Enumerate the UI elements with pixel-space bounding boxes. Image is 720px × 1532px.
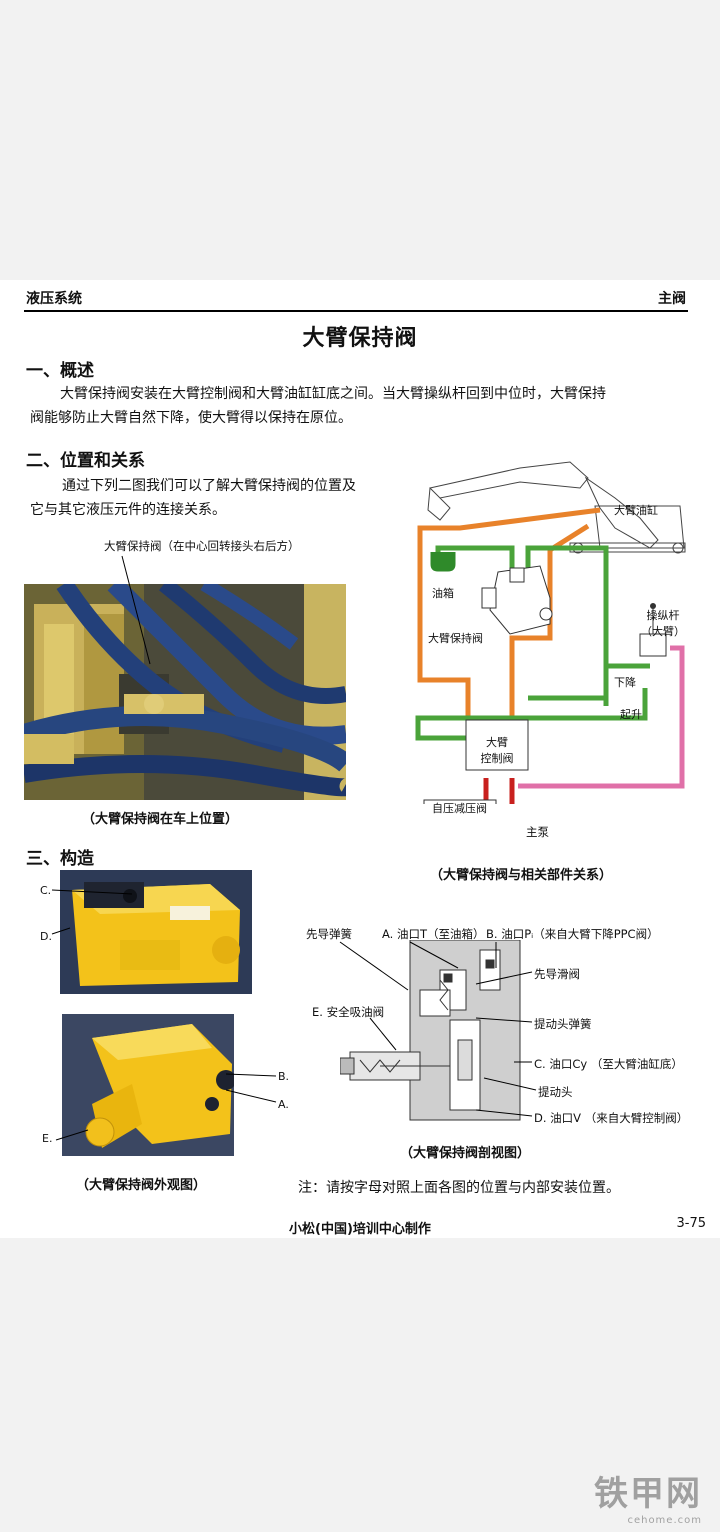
cd-leaders	[51, 889, 133, 935]
site-watermark: 铁甲网 cehome.com	[594, 1466, 702, 1526]
label-b: B.	[278, 1070, 290, 1083]
diagram-lever-label: 操纵杆 （大臂）	[641, 607, 685, 639]
section2-line2: 它与其它液压元件的连接关系。	[30, 502, 226, 518]
sv-port-d: D. 油口V （来自大臂控制阀）	[534, 1111, 689, 1125]
sv-safety-valve: E. 安全吸油阀	[312, 1005, 385, 1019]
sv-pilot-spring: 先导弹簧	[306, 927, 352, 941]
on-machine-photo	[24, 584, 346, 800]
diagram-holding-valve-label: 大臂保持阀	[428, 632, 483, 645]
label-e: E.	[42, 1132, 53, 1145]
valve-photo-top	[60, 870, 252, 994]
diagram-control-valve-label: 大臂 控制阀	[466, 734, 528, 766]
external-caption: （大臂保持阀外观图）	[76, 1178, 207, 1193]
control-valve-line1: 大臂	[486, 736, 508, 749]
section1-line2: 阀能够防止大臂自然下降，使大臂得以保持在原位。	[30, 410, 352, 426]
section2-heading: 二、位置和关系	[26, 451, 145, 471]
diagram-reducing-valve-label: 自压减压阀	[432, 802, 487, 815]
section2-line1: 通过下列二图我们可以了解大臂保持阀的位置及	[62, 478, 356, 494]
section-view-leaders	[339, 941, 537, 1117]
diagram-caption: （大臂保持阀与相关部件关系）	[430, 868, 613, 883]
page-title: 大臂保持阀	[302, 326, 418, 351]
control-valve-line2: 控制阀	[480, 752, 514, 765]
header-left: 液压系统	[26, 291, 82, 307]
watermark-main: 铁甲网	[594, 1474, 702, 1514]
diagram-main-pump-label: 主泵	[526, 825, 549, 839]
lever-label-line2: （大臂）	[641, 625, 685, 638]
sv-poppet-spring: 提动头弹簧	[534, 1017, 592, 1031]
valve-photo-bottom	[62, 1014, 234, 1156]
header-rule	[24, 310, 688, 312]
lever-label-line1: 操纵杆	[646, 609, 680, 622]
photo-location-label: 大臂保持阀（在中心回转接头右后方）	[104, 539, 300, 553]
e-leader	[55, 1129, 89, 1141]
sv-poppet: 提动头	[538, 1085, 573, 1099]
document-page: 液压系统 主阀 大臂保持阀 一、概述 大臂保持阀安装在大臂控制阀和大臂油缸缸底之…	[0, 280, 720, 1238]
diagram-tank-label: 油箱	[432, 587, 454, 600]
section1-heading: 一、概述	[26, 361, 94, 381]
hydraulic-diagram	[415, 461, 686, 804]
note-text: 注：请按字母对照上面各图的位置与内部安装位置。	[298, 1180, 620, 1196]
section-view-drawing	[340, 940, 521, 1121]
section1-line1: 大臂保持阀安装在大臂控制阀和大臂油缸缸底之间。当大臂操纵杆回到中位时，大臂保持	[60, 386, 606, 402]
diagram-boom-cylinder-label: 大臂油缸	[614, 504, 658, 517]
sv-pilot-spool: 先导滑阀	[534, 967, 580, 981]
header-right: 主阀	[658, 291, 686, 307]
watermark-sub: cehome.com	[627, 1515, 702, 1526]
footer-center: 小松(中国)培训中心制作	[289, 1222, 431, 1237]
photo-caption: （大臂保持阀在车上位置）	[82, 812, 239, 827]
footer-page-number: 3-75	[676, 1216, 706, 1231]
label-a: A.	[278, 1098, 289, 1111]
section-view-caption: （大臂保持阀剖视图）	[400, 1146, 531, 1161]
label-d: D.	[40, 930, 52, 943]
sv-port-b: B. 油口Pᵢ（来自大臂下降PPC阀）	[486, 927, 659, 941]
diagram-raise-label: 起升	[620, 708, 642, 721]
sv-port-a: A. 油口T（至油箱）	[382, 927, 485, 941]
diagram-lower-label: 下降	[614, 676, 636, 689]
photo-label-leader	[121, 555, 151, 665]
label-c: C.	[40, 884, 52, 897]
ab-leaders	[225, 1073, 277, 1103]
sv-port-c: C. 油口Cy （至大臂油缸底）	[534, 1057, 683, 1071]
section3-heading: 三、构造	[26, 849, 94, 869]
